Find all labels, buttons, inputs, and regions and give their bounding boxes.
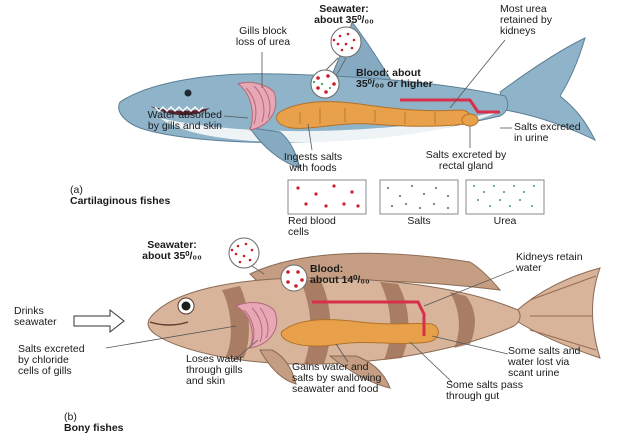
- bony-drinks-label: Drinks seawater: [14, 306, 74, 328]
- bony-salts-pass-label: Some salts pass through gut: [446, 380, 550, 402]
- caption-bony: (b) Bony fishes: [64, 401, 224, 434]
- shark-eye: [185, 90, 192, 97]
- bony-blood-sample: [281, 265, 307, 291]
- caption-cartilaginous: (a) Cartilaginous fishes: [70, 174, 270, 207]
- shark-salts-urine-label: Salts excreted in urine: [514, 122, 622, 144]
- caption-b-title: Bony fishes: [64, 422, 124, 434]
- legend-swatches: [288, 180, 544, 214]
- shark-gills-block-label: Gills block loss of urea: [220, 26, 306, 48]
- shark-ingests-salts-label: Ingests salts with foods: [268, 152, 358, 174]
- bony-seawater-label: Seawater: about 35⁰/₀₀: [130, 240, 214, 262]
- bony-kidneys-retain-label: Kidneys retain water: [516, 252, 622, 274]
- bony-salts-chloride-label: Salts excreted by chloride cells of gill…: [18, 344, 114, 377]
- bony-some-salts-water-label: Some salts and water lost via scant urin…: [508, 346, 620, 379]
- shark-salts-rectal-label: Salts excreted by rectal gland: [406, 150, 526, 172]
- drinks-arrow: [74, 310, 124, 332]
- legend-urea-label: Urea: [466, 216, 544, 227]
- bony-loses-water-label: Loses water through gills and skin: [186, 354, 272, 387]
- legend-salts-label: Salts: [380, 216, 458, 227]
- bony-pupil: [182, 302, 191, 311]
- rectal-gland: [462, 114, 478, 126]
- shark-blood-label: Blood: about 35⁰/₀₀ or higher: [356, 68, 466, 90]
- caption-a-title: Cartilaginous fishes: [70, 195, 170, 207]
- bony-gut: [281, 320, 438, 346]
- shark-seawater-label: Seawater: about 35⁰/₀₀: [304, 4, 384, 26]
- bony-gains-water-label: Gains water and salts by swallowing seaw…: [292, 362, 412, 395]
- shark-urea-retained-label: Most urea retained by kidneys: [500, 4, 590, 37]
- shark-water-absorbed-label: Water absorbed by gills and skin: [118, 110, 222, 132]
- bony-blood-label: Blood: about 14⁰/₀₀: [310, 264, 400, 286]
- bony-seawater-sample: [229, 238, 264, 274]
- shark-blood-sample: [311, 70, 339, 98]
- legend-red-blood-cells-label: Red blood cells: [288, 216, 366, 238]
- diagram: Seawater: about 35⁰/₀₀ Gills block loss …: [0, 0, 624, 416]
